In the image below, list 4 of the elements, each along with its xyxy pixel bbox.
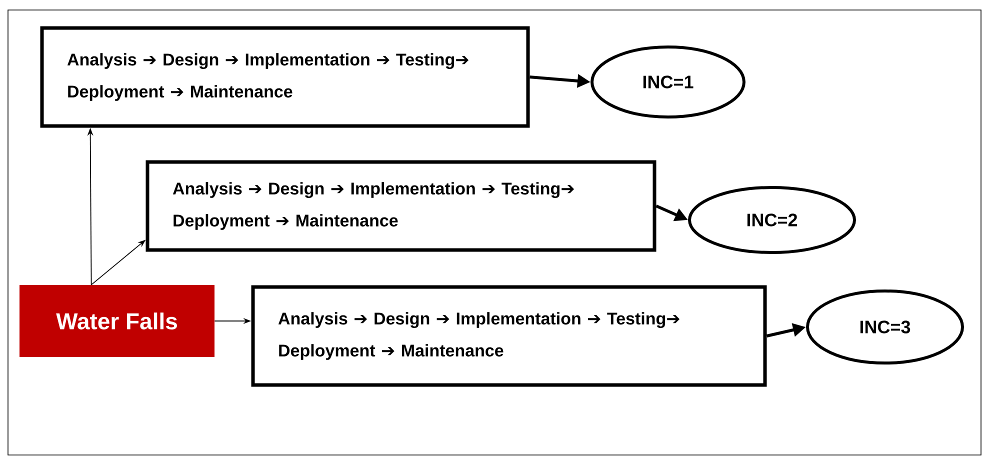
process-box: Analysis ➔ Design ➔ Implementation ➔ Testing➔ Deployment ➔ Maintenance — [146, 160, 656, 252]
process-box: Analysis ➔ Design ➔ Implementation ➔ Testing➔ Deployment ➔ Maintenance — [40, 26, 530, 128]
process-box: Analysis ➔ Design ➔ Implementation ➔ Testing➔ Deployment ➔ Maintenance — [251, 285, 767, 387]
start-box: Water Falls — [20, 285, 214, 357]
